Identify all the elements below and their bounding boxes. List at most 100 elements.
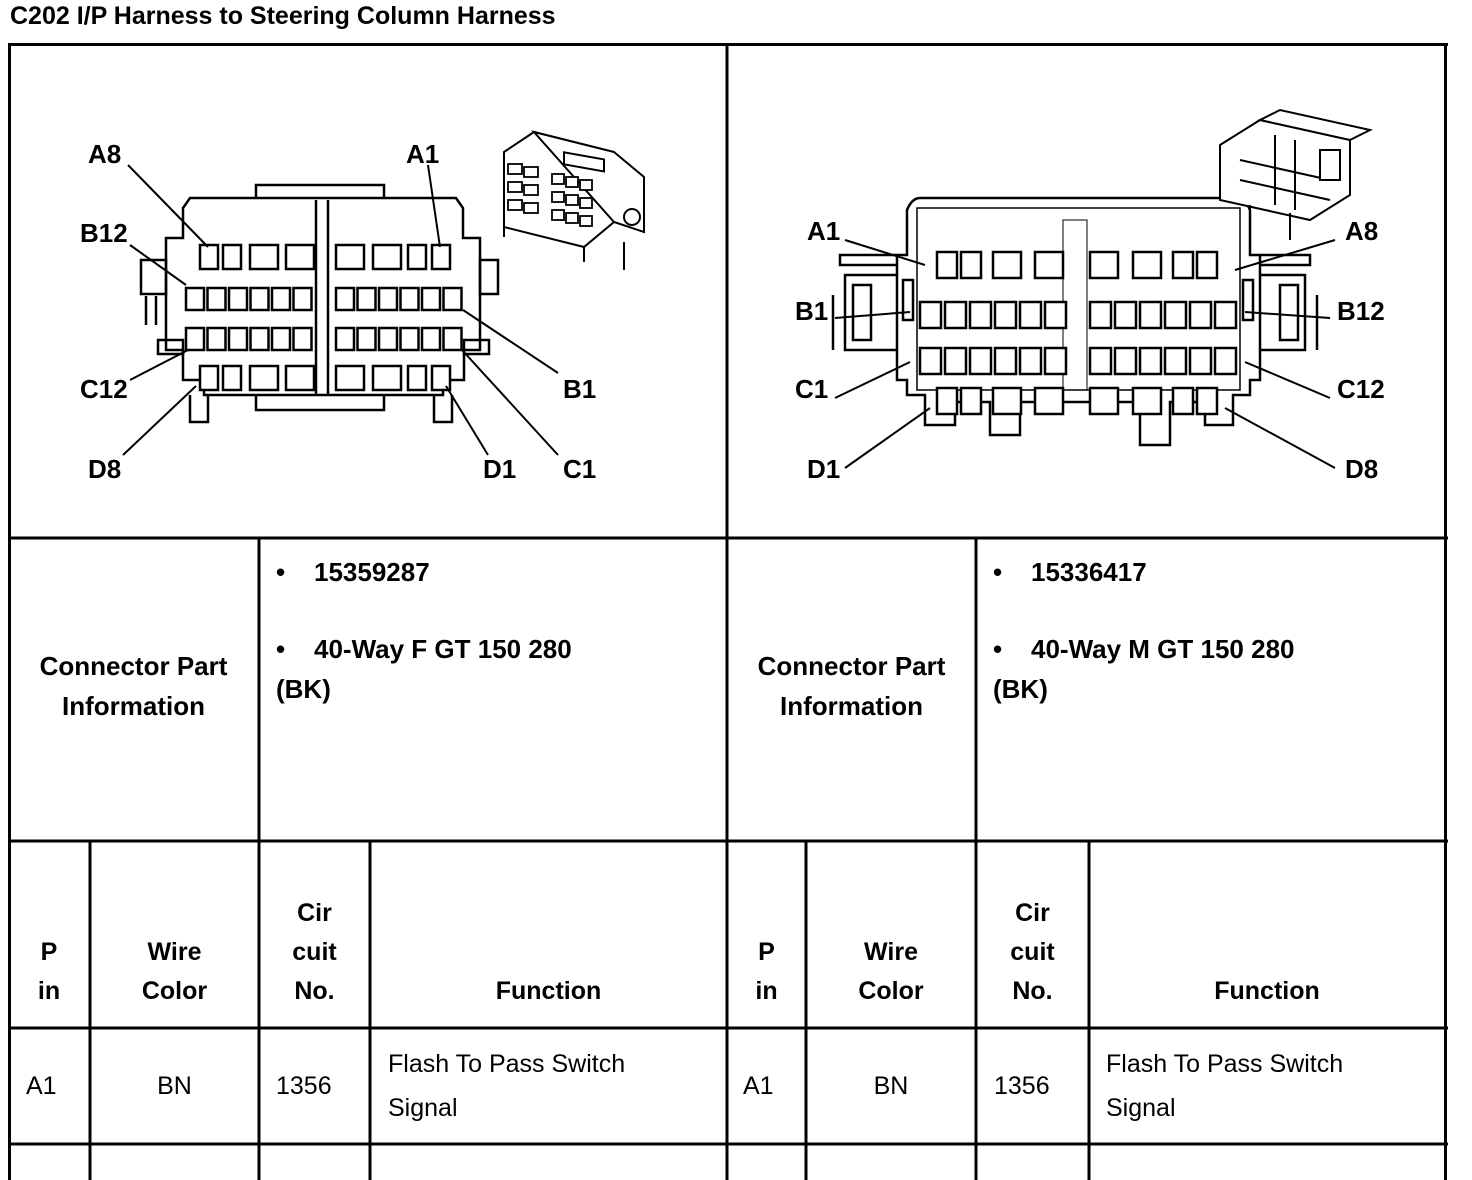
left-cavity-c (184, 326, 206, 352)
left-cavity-c (420, 326, 442, 352)
right-cavity-c (1163, 346, 1188, 376)
left-cavity-c (399, 326, 420, 352)
left-cavity-a (371, 243, 403, 271)
left-pin-labels: A8 A1 B12 B1 C12 C1 D8 D1 (80, 139, 596, 484)
right-header-circuit: Cir cuit No. (976, 894, 1089, 1011)
left-info-label: Connector Part Information (8, 646, 259, 726)
left-info-label-line2: Information (62, 691, 205, 721)
left-desc-line: •40-Way F GT 150 280 (276, 629, 716, 669)
left-label-d8: D8 (88, 454, 121, 484)
right-label-d8: D8 (1345, 454, 1378, 484)
left-cavity-c (249, 326, 270, 352)
right-info-label: Connector Part Information (727, 646, 976, 726)
bullet: • (276, 634, 286, 664)
right-leader-lines (834, 239, 1336, 469)
left-row-wire: BN (157, 1072, 192, 1100)
left-connector-body (139, 183, 500, 424)
right-cavity-c (1113, 346, 1138, 376)
right-header-function: Function (1214, 977, 1320, 1005)
right-info-label-line1: Connector Part (757, 651, 946, 681)
left-header-wire-line2: Color (141, 977, 208, 1005)
right-pin-labels: A1 A8 B1 B12 C1 C12 D1 D8 (795, 216, 1385, 484)
left-cavity-d (406, 364, 428, 392)
right-row-circuit: 1356 (994, 1072, 1050, 1100)
left-row-function-line2: Signal (388, 1094, 458, 1122)
left-row-pin: A1 (26, 1072, 57, 1100)
right-cavity-b (1018, 300, 1043, 330)
right-label-c12: C12 (1337, 374, 1385, 404)
left-leader-lines (122, 164, 559, 456)
left-header-cir-line2: cuit (292, 938, 337, 966)
left-connector-iso-sketch (503, 130, 645, 270)
right-row-pin: A1 (743, 1072, 774, 1100)
right-cavity-b (1163, 300, 1188, 330)
left-cavity-c (334, 326, 356, 352)
right-cavity-d (1171, 386, 1195, 416)
right-cavity-b (1043, 300, 1068, 330)
right-label-d1: D1 (807, 454, 840, 484)
right-cavity-d (1088, 386, 1120, 416)
left-header-circuit: Cir cuit No. (259, 894, 370, 1011)
table-grid-lines (8, 43, 1448, 1180)
right-label-c1: C1 (795, 374, 828, 404)
left-cavity-a (221, 243, 243, 271)
right-cavity-b (1138, 300, 1163, 330)
left-cavity-a (406, 243, 428, 271)
left-cavity-d (248, 364, 280, 392)
left-cavity-c (442, 326, 463, 352)
right-header-pin-line2: in (755, 977, 778, 1005)
right-cavity-c (1188, 346, 1213, 376)
right-cavity-a (1131, 250, 1163, 280)
left-cavity-d (284, 364, 316, 392)
left-label-b12: B12 (80, 218, 128, 248)
left-cavity-b (334, 286, 356, 312)
left-cavity-grid (184, 243, 463, 392)
left-cavity-c (206, 326, 227, 352)
left-row-circuit: 1356 (276, 1072, 332, 1100)
left-label-b1: B1 (563, 374, 596, 404)
left-cavity-d (221, 364, 243, 392)
left-cavity-d (430, 364, 452, 392)
left-cavity-a (334, 243, 366, 271)
right-header-pin: P in (727, 933, 806, 1011)
right-row-wire: BN (873, 1072, 909, 1100)
left-cavity-d (371, 364, 403, 392)
right-part-number: 15336417 (1031, 557, 1147, 587)
left-cavity-b (442, 286, 463, 312)
left-cavity-b (399, 286, 420, 312)
left-header-wire-color: Wire Color (90, 933, 259, 1011)
right-cavity-d (1131, 386, 1163, 416)
left-cavity-b (356, 286, 377, 312)
right-cavity-a (959, 250, 983, 280)
right-connector-diagram: A1 A8 B1 B12 C1 C12 D1 D8 (795, 108, 1385, 484)
right-cavity-d (935, 386, 959, 416)
left-desc-line2: (BK) (276, 674, 331, 704)
right-cavity-c (918, 346, 943, 376)
left-cavity-b (377, 286, 399, 312)
right-cavity-b (918, 300, 943, 330)
right-label-b12: B12 (1337, 296, 1385, 326)
left-label-c12: C12 (80, 374, 128, 404)
left-part-number: 15359287 (314, 557, 430, 587)
left-header-pin-line1: P (40, 938, 58, 966)
right-cavity-a (935, 250, 959, 280)
left-cavity-a (198, 243, 220, 271)
right-header-cir-line3: No. (1012, 977, 1053, 1005)
right-header-wire-color: Wire Color (806, 933, 976, 1011)
right-connector-body (831, 196, 1319, 447)
left-cavity-b (227, 286, 249, 312)
right-cavity-c (1138, 346, 1163, 376)
left-label-a1: A1 (406, 139, 439, 169)
right-label-a8: A8 (1345, 216, 1378, 246)
right-cavity-b (1213, 300, 1238, 330)
right-cavity-d (1033, 386, 1065, 416)
left-header-function: Function (495, 977, 602, 1005)
left-row-function-line1: Flash To Pass Switch (388, 1050, 626, 1078)
right-cavity-b (1113, 300, 1138, 330)
left-label-c1: C1 (563, 454, 596, 484)
page-title: C202 I/P Harness to Steering Column Harn… (10, 2, 556, 30)
left-cavity-a (430, 243, 452, 271)
right-cavity-d (991, 386, 1023, 416)
right-connector-iso-sketch (1219, 108, 1373, 240)
right-cavity-d (959, 386, 983, 416)
